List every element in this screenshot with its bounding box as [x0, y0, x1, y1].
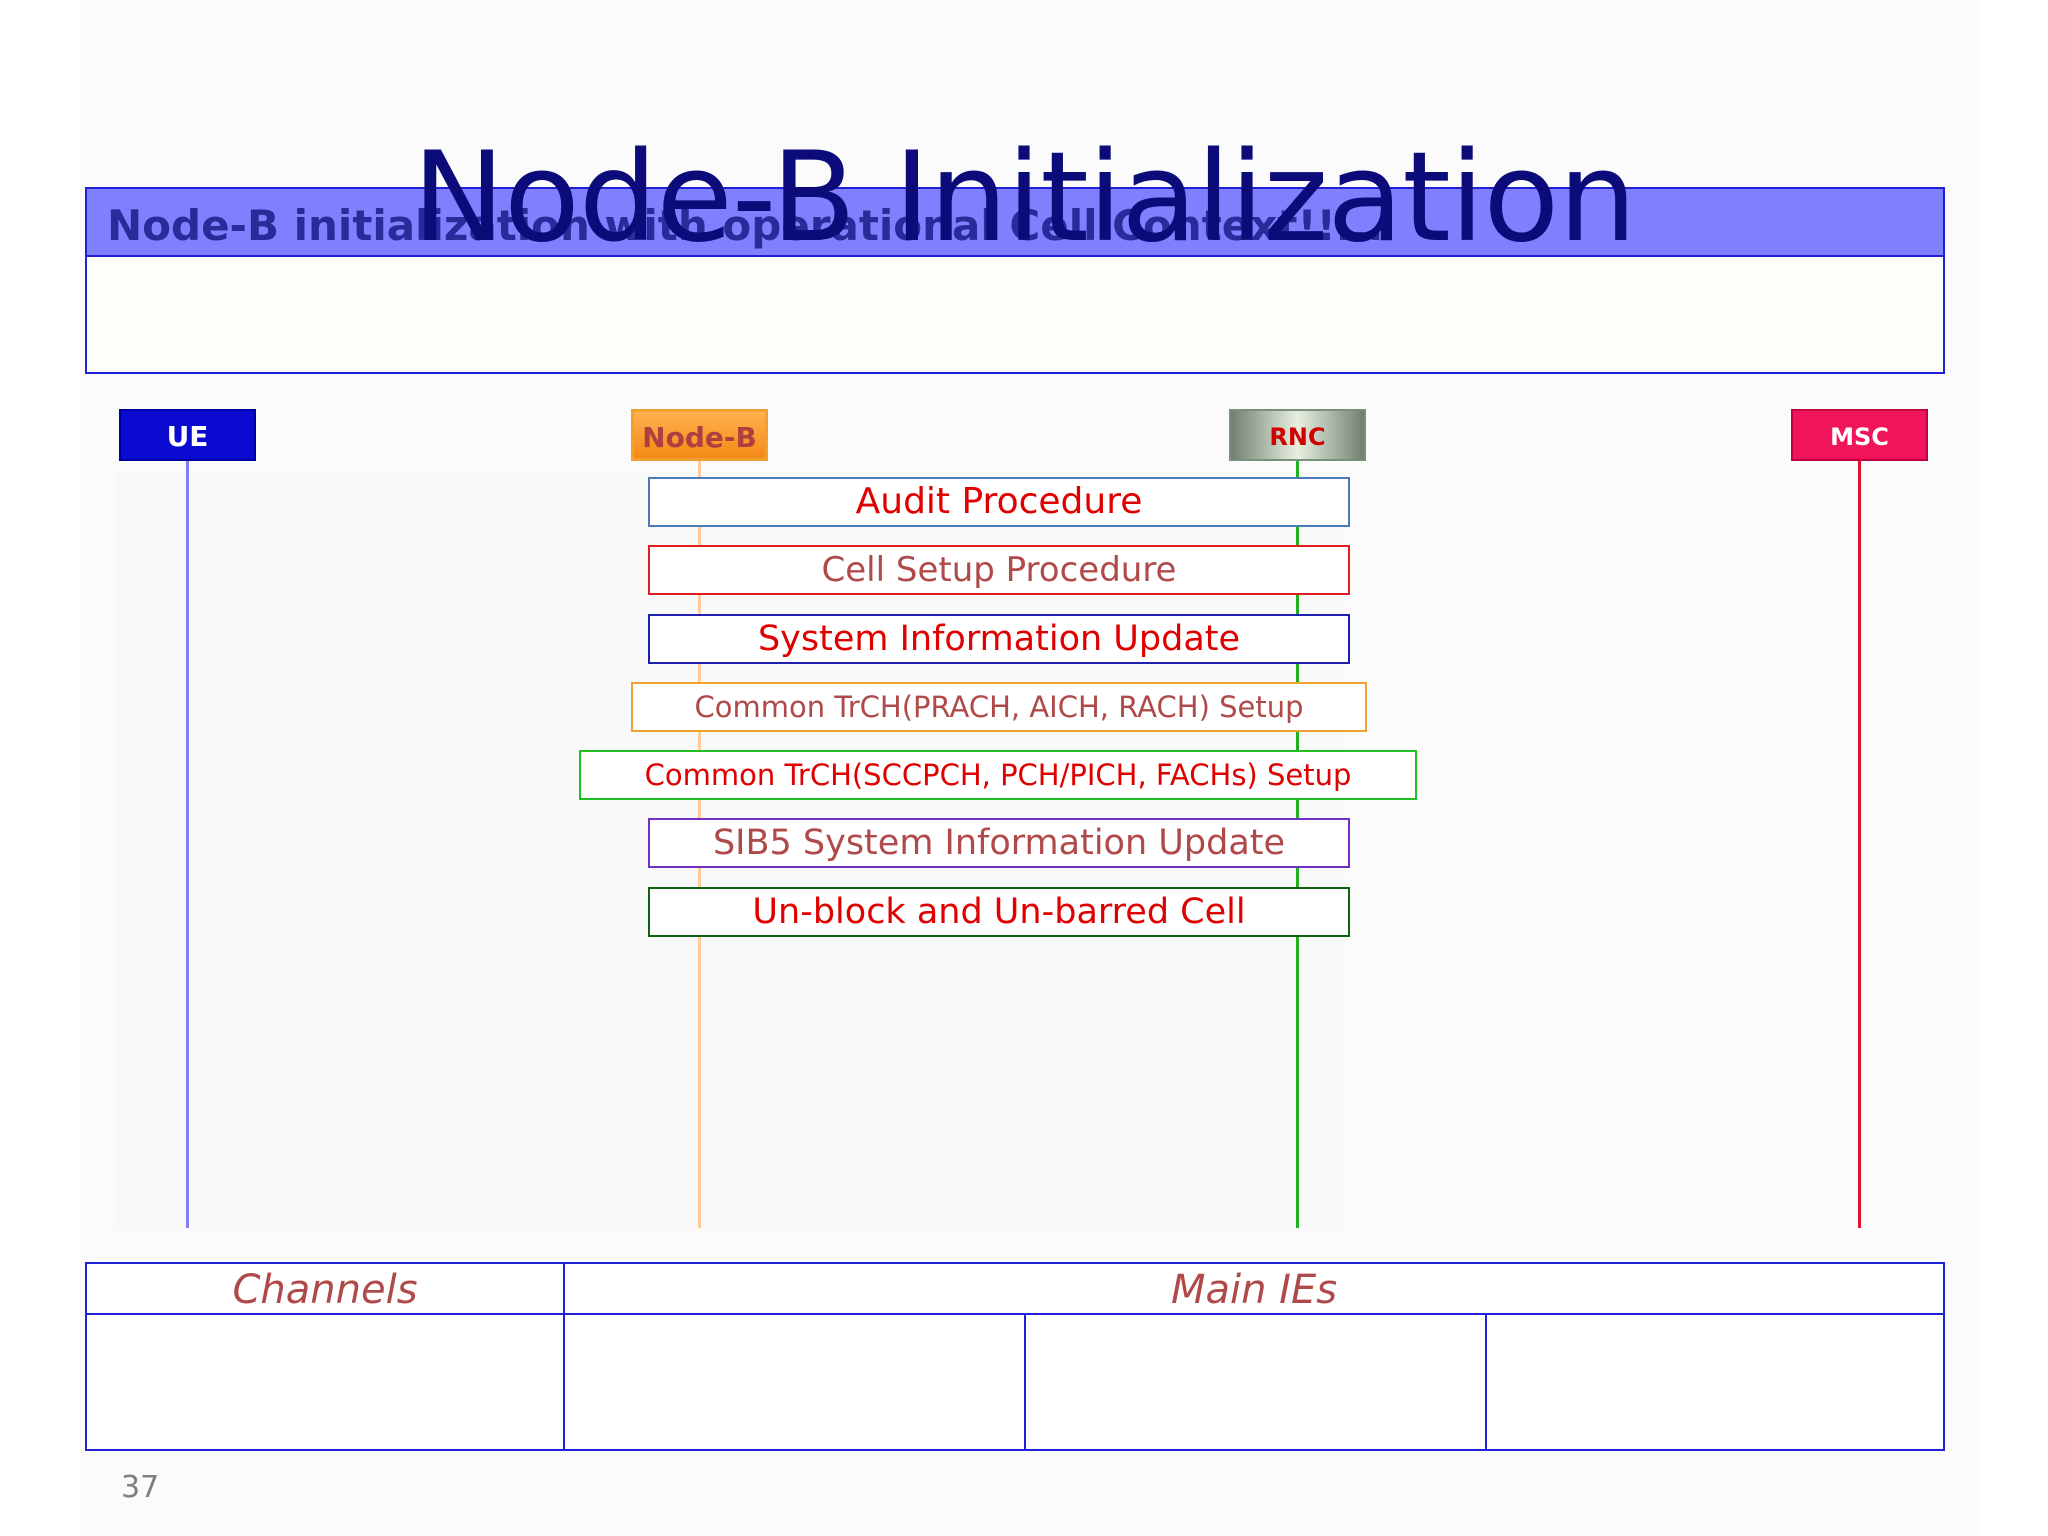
table-header-main-ies: Main IEs	[1170, 1267, 1338, 1313]
procedure-audit: Audit Procedure	[648, 477, 1350, 527]
table-cell-ie-1	[565, 1315, 1024, 1449]
table-cell-ie-3	[1487, 1315, 1943, 1449]
info-box: Node-B initialization with operational C…	[85, 187, 1945, 374]
entity-ue: UE	[119, 409, 256, 461]
slide-title: Node-B Initialization	[412, 126, 1637, 270]
channels-ies-table: Channels Main IEs	[85, 1262, 1945, 1451]
procedure-system-information-update: System Information Update	[648, 614, 1350, 664]
info-box-header-text: Node-B initialization with operational C…	[107, 201, 1384, 250]
entity-rnc: RNC	[1229, 409, 1366, 461]
procedure-sib5-system-information-update: SIB5 System Information Update	[648, 818, 1350, 868]
table-header-divider	[87, 1313, 1943, 1315]
procedure-cell-setup: Cell Setup Procedure	[648, 545, 1350, 595]
lifeline-ue	[186, 461, 189, 1228]
table-cell-channels	[87, 1315, 563, 1449]
procedure-common-trch-prach-setup: Common TrCH(PRACH, AICH, RACH) Setup	[631, 682, 1367, 732]
procedure-common-trch-sccpch-setup: Common TrCH(SCCPCH, PCH/PICH, FACHs) Set…	[579, 750, 1417, 800]
table-column-divider	[1024, 1315, 1026, 1449]
entity-msc: MSC	[1791, 409, 1928, 461]
table-column-divider	[563, 1264, 565, 1449]
lifeline-msc	[1858, 461, 1861, 1228]
procedure-unblock-unbarred-cell: Un-block and Un-barred Cell	[648, 887, 1350, 937]
table-cell-ie-2	[1026, 1315, 1485, 1449]
table-header-channels: Channels	[232, 1267, 418, 1313]
entity-nodeb: Node-B	[631, 409, 768, 461]
info-box-header: Node-B initialization with operational C…	[87, 189, 1943, 257]
page-number: 37	[121, 1470, 160, 1505]
table-column-divider	[1485, 1315, 1487, 1449]
